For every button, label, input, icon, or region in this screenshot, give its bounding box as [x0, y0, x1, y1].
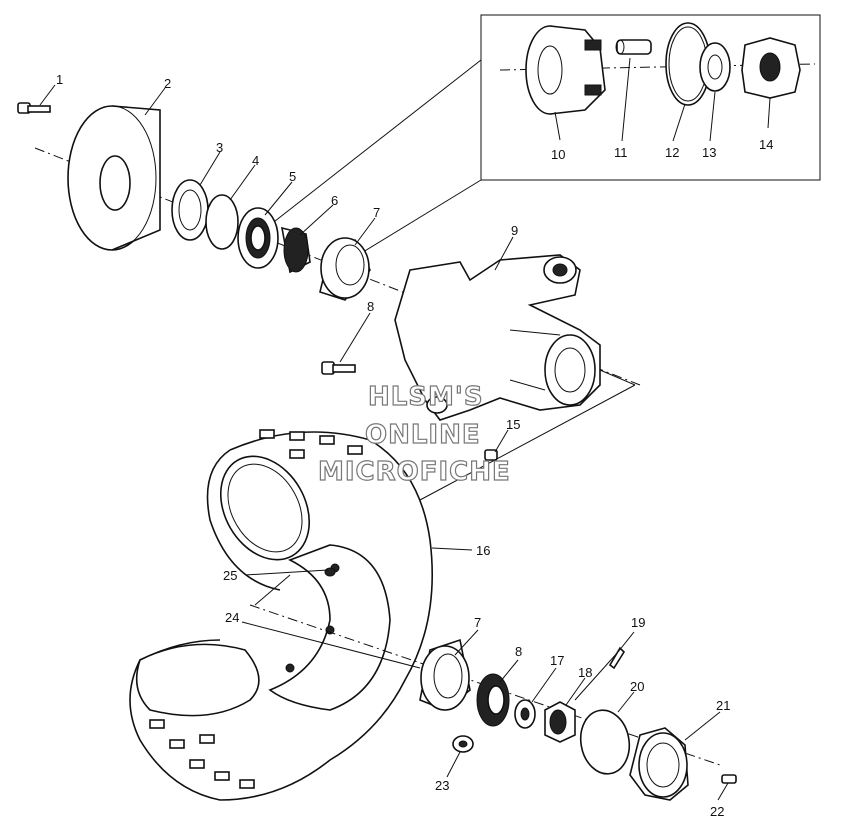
part-18-castle-nut: [544, 701, 576, 743]
part-10-collar: [525, 25, 606, 115]
part-7-race-upper: [319, 237, 371, 301]
tire-tread: [149, 429, 363, 789]
callout-7-lower: 7: [474, 615, 481, 630]
callout-13: 13: [702, 145, 716, 160]
watermark-line-2: ONLINE: [365, 420, 481, 450]
callout-11: 11: [614, 145, 628, 160]
callout-5: 5: [289, 169, 296, 184]
watermark-line-3: MICROFICHE: [318, 457, 511, 487]
callout-15: 15: [506, 417, 520, 432]
callout-14: 14: [759, 137, 773, 152]
part-8-bearing-lower: [476, 673, 510, 727]
part-9-knuckle: [394, 254, 601, 421]
part-13-washer: [699, 42, 731, 92]
callout-3: 3: [216, 140, 223, 155]
inset-detail-box: [480, 14, 821, 181]
part-15-nut: [484, 449, 498, 461]
callout-22: 22: [710, 804, 724, 819]
part-17-washer: [514, 699, 536, 729]
part-16-tire: [129, 429, 434, 801]
part-22-screw: [721, 774, 737, 784]
callout-7-upper: 7: [373, 205, 380, 220]
part-24-rim: [268, 544, 391, 711]
watermark-line-1: HLSM'S: [368, 382, 484, 412]
callout-25: 25: [223, 568, 237, 583]
callout-9: 9: [511, 223, 518, 238]
part-8-bolt-upper: [321, 361, 356, 375]
callout-23: 23: [435, 778, 449, 793]
callout-19: 19: [631, 615, 645, 630]
part-1-bolt: [17, 102, 51, 114]
callout-16: 16: [476, 543, 490, 558]
part-3-race: [171, 179, 209, 241]
part-21-hub-cap: [629, 727, 689, 801]
part-5-bearing: [237, 207, 279, 269]
callout-17: 17: [550, 653, 564, 668]
callout-20: 20: [630, 679, 644, 694]
part-23-valve: [452, 735, 474, 753]
part-6-tapered-bearing: [280, 226, 311, 274]
callout-6: 6: [331, 193, 338, 208]
callout-8-lower: 8: [515, 644, 522, 659]
callout-labels: 1 2 3 4 5 6 7 8 9 10 11 12 13 14 15 16 1…: [56, 72, 773, 819]
callout-leaders: [39, 57, 771, 801]
part-25-stud: [324, 567, 336, 577]
part-19-cotter-pin: [574, 646, 626, 701]
watermark: HLSM'S ONLINE MICROFICHE: [317, 381, 511, 487]
callout-24: 24: [225, 610, 239, 625]
callout-8-upper: 8: [367, 299, 374, 314]
callout-1: 1: [56, 72, 63, 87]
part-14-nut: [741, 37, 801, 99]
part-2-disc: [67, 105, 161, 251]
callout-10: 10: [551, 147, 565, 162]
callout-12: 12: [665, 145, 679, 160]
callout-21: 21: [716, 698, 730, 713]
callout-2: 2: [164, 76, 171, 91]
callout-4: 4: [252, 153, 259, 168]
part-4-seal: [205, 194, 239, 250]
part-7-race-lower: [419, 638, 471, 711]
part-11-pin: [615, 39, 652, 55]
callout-18: 18: [578, 665, 592, 680]
part-20-o-ring: [579, 709, 631, 775]
